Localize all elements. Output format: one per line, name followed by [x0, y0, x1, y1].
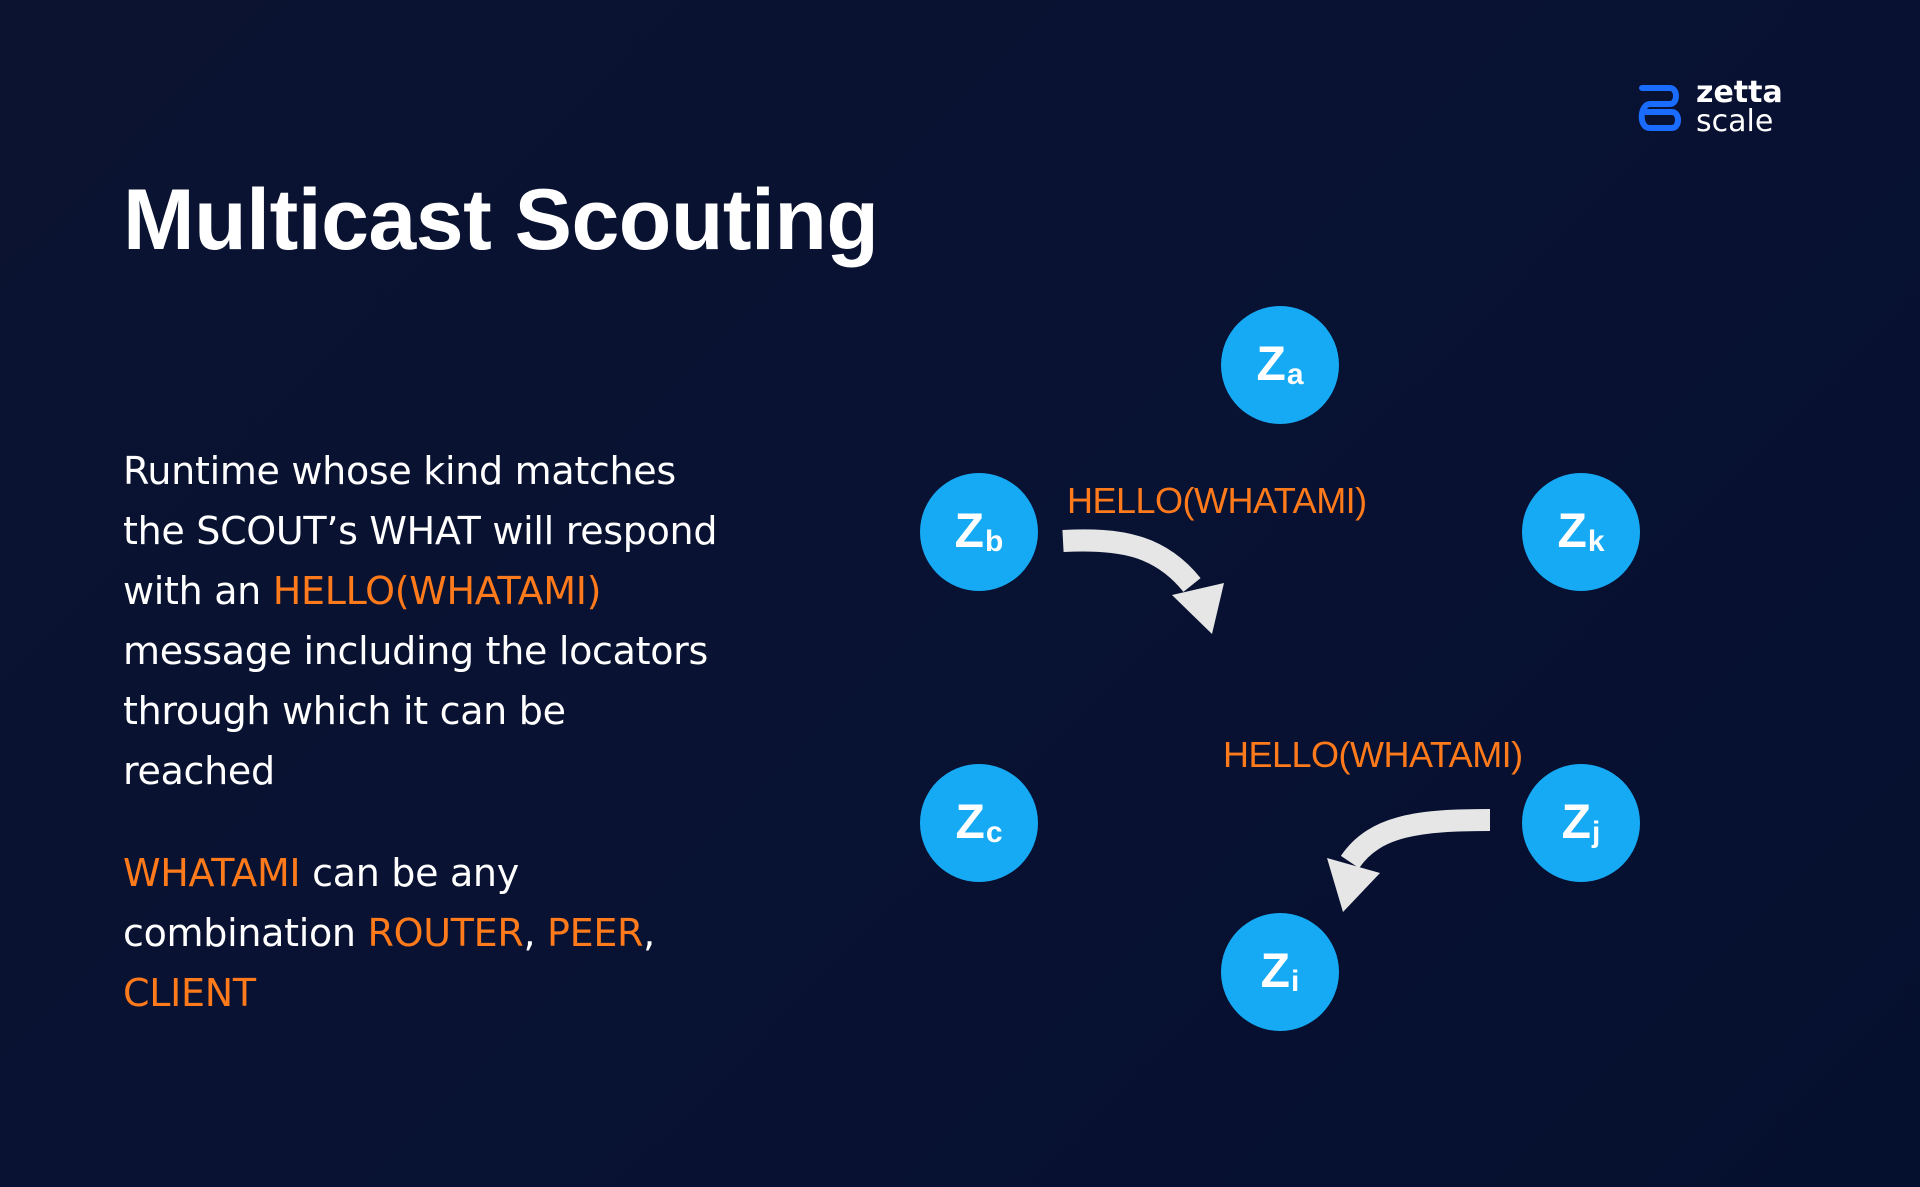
description-paragraph: Runtime whose kind matches the SCOUT’s W… — [123, 441, 823, 801]
node-zi-label: Z — [1260, 945, 1290, 998]
p1-line1: Runtime whose kind matches — [123, 449, 676, 493]
zettascale-logo: zetta scale — [1634, 78, 1794, 138]
node-zi-sub: i — [1290, 965, 1300, 998]
p1-line6: reached — [123, 749, 275, 793]
arrow-j-to-i — [1327, 809, 1491, 912]
node-zc-label: Z — [955, 796, 985, 849]
p2-text2: combination — [123, 911, 368, 955]
p2-comma1: , — [523, 911, 547, 955]
slide-title: Multicast Scouting — [123, 172, 879, 268]
logo-line1: zetta — [1696, 75, 1783, 110]
logo-mark-icon — [1638, 85, 1681, 131]
node-zk-label: Z — [1557, 505, 1587, 558]
node-zj-label: Z — [1561, 796, 1591, 849]
node-zc-sub: c — [985, 816, 1003, 849]
p1-line2: the SCOUT’s WHAT will respond — [123, 509, 718, 553]
p2-text1: can be any — [300, 851, 519, 895]
p1-line4: message including the locators — [123, 629, 708, 673]
node-zk-sub: k — [1587, 525, 1605, 558]
p2-client: CLIENT — [123, 971, 256, 1015]
logo-line2: scale — [1696, 104, 1774, 139]
p2-comma2: , — [643, 911, 655, 955]
whatami-paragraph: WHATAMI can be any combination ROUTER, P… — [123, 843, 823, 1023]
node-zj-sub: j — [1591, 816, 1601, 849]
node-za-label: Z — [1256, 338, 1286, 391]
p2-whatami: WHATAMI — [123, 851, 301, 895]
arrow-b-to-center — [1062, 529, 1224, 634]
node-za-sub: a — [1286, 358, 1304, 391]
p1-line3-start: with an — [123, 569, 273, 613]
node-zb-sub: b — [985, 525, 1004, 558]
p1-hello-highlight: HELLO(WHATAMI) — [272, 569, 602, 613]
node-zb-label: Z — [954, 505, 984, 558]
p2-peer: PEER — [547, 911, 644, 955]
p2-router: ROUTER — [367, 911, 524, 955]
logo-wordmark: zetta scale — [1696, 75, 1783, 139]
message-hello-bottom: HELLO(WHATAMI) — [1223, 734, 1523, 775]
message-hello-top: HELLO(WHATAMI) — [1067, 480, 1367, 521]
p1-line5: through which it can be — [123, 689, 566, 733]
